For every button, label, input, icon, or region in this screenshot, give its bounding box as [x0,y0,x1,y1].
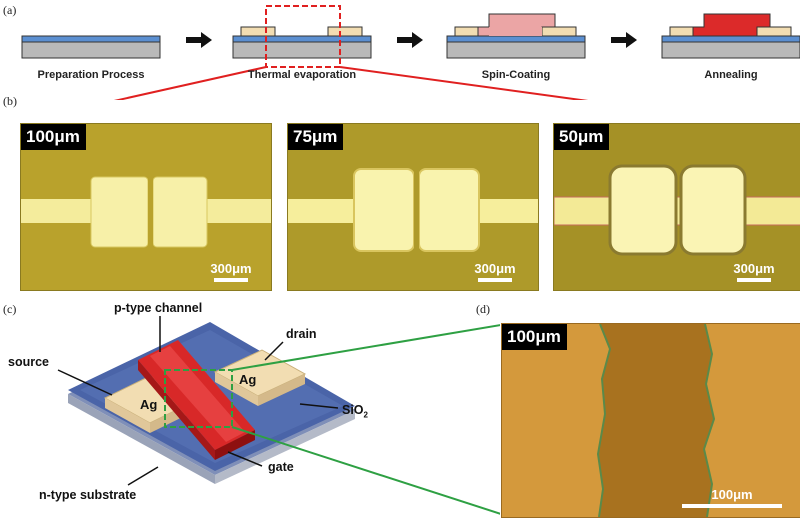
micrograph-tag-75um: 75μm [288,124,344,150]
scale-label-zoom: 100μm [711,487,753,502]
step-annealing-diagram [661,13,800,59]
scale-label-1: 300μm [210,261,252,276]
label-source: source [8,355,49,369]
arrow-icon-3 [611,32,637,48]
step-label-preparation: Preparation Process [37,69,145,81]
label-n-type-substrate: n-type substrate [39,488,137,502]
micrograph-tag-50um: 50μm [554,124,610,150]
scale-bar-2 [478,278,512,282]
micrograph-zoom-100um: 100μm 100μm [501,323,800,518]
label-sio2: SiO2 [342,403,368,420]
label-ag-left: Ag [140,397,158,412]
scale-label-2: 300μm [474,261,516,276]
step-preparation-diagram [21,35,161,59]
zoom-box-red [265,5,341,68]
scale-bar-1 [214,278,248,282]
step-spincoating-diagram [446,13,586,59]
label-gate: gate [268,460,294,474]
micrograph-tag-zoom: 100μm [502,324,567,350]
process-schematic [21,5,800,100]
arrow-icon-1 [186,32,212,48]
micrograph-100um: 100μm 300μm [20,123,272,291]
arrow-icon-2 [397,32,423,48]
step-label-annealing: Annealing [704,69,758,81]
device-illustration [57,316,500,515]
micrograph-tag-100um: 100μm [21,124,86,150]
panel-label-b: (b) [3,94,17,108]
panel-label-a: (a) [3,3,17,17]
panel-label-d: (d) [476,302,490,316]
label-ag-right: Ag [239,372,257,387]
scale-bar-zoom [682,504,782,508]
scale-bar-3 [737,278,771,282]
scale-label-3: 300μm [733,261,775,276]
step-label-thermal: Thermal evaporation [247,69,357,81]
label-p-type-channel: p-type channel [114,301,203,315]
step-thermal-diagram [232,5,372,68]
step-label-spincoating: Spin-Coating [481,69,551,81]
zoom-box-green [164,369,233,428]
label-drain: drain [286,327,317,341]
micrograph-50um: 50μm 300μm [553,123,800,291]
panel-label-c: (c) [3,302,17,316]
micrograph-75um: 75μm 300μm [287,123,539,291]
